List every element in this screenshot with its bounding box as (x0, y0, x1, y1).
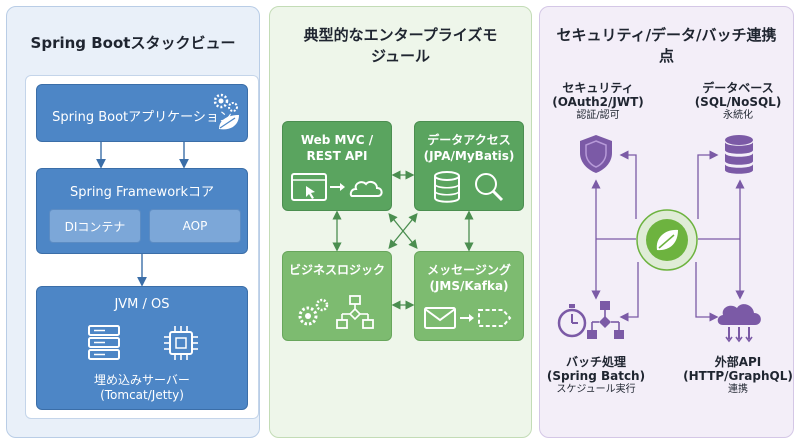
spring-boot-app-label: Spring Bootアプリケーション (52, 110, 232, 125)
cloud-api-icon (717, 304, 761, 343)
stack-arrows (96, 142, 189, 287)
spring-framework-label: Spring Frameworkコア (69, 185, 215, 200)
integration-points-title: セキュリティ/データ/バッチ連携 点 (540, 25, 793, 67)
hub-to-api-connector (695, 262, 719, 322)
security-title: セキュリティ (562, 81, 634, 95)
messaging-module: メッセージング (JMS/Kafka) (414, 251, 524, 341)
business-logic-module: ビジネスロジック (282, 251, 392, 341)
server-icon (88, 325, 120, 360)
integration-points-title-line2: 点 (658, 47, 674, 65)
database-icon (725, 135, 753, 174)
external-api-caption: 連携 (728, 384, 748, 395)
data-access-module: データアクセス (JPA/MyBatis) (414, 121, 524, 211)
spring-boot-app-layer: Spring Bootアプリケーション (36, 84, 248, 142)
spring-logo-icon (636, 209, 698, 271)
embedded-server-sublabel: (Tomcat/Jetty) (100, 388, 184, 402)
database-caption: 永続化 (723, 110, 753, 121)
security-node: セキュリティ (OAuth2/JWT) 認証/認可 (544, 81, 652, 123)
stack-view-title: Spring Bootスタックビュー (30, 34, 236, 52)
jvm-os-layer: JVM / OS 埋め込みサーバー (Tomcat/ (36, 286, 248, 410)
module-connectors (332, 170, 474, 310)
database-title: データベース (702, 81, 774, 95)
messaging-label: メッセージング (JMS/Kafka) (415, 262, 523, 294)
cpu-chip-icon (164, 326, 198, 360)
hub-to-batch-connector (619, 262, 639, 322)
integration-points-panel: セキュリティ/データ/バッチ連携 点 セキュリティ (OAuth2/JWT) 認… (539, 6, 794, 438)
shield-icon (580, 135, 612, 173)
data-access-label-line1: データアクセス (427, 133, 511, 147)
hub-to-database-connector (697, 150, 719, 219)
web-mvc-label: Web MVC / REST API (283, 132, 391, 164)
integration-points-title-line1: セキュリティ/データ/バッチ連携 (556, 26, 777, 44)
external-api-subtitle: (HTTP/GraphQL) (683, 369, 793, 383)
enterprise-modules-panel: 典型的なエンタープライズモ ジュール Web MVC / REST API デー… (269, 6, 532, 438)
messaging-label-line1: メッセージング (427, 263, 511, 277)
spring-framework-layer: Spring Frameworkコア DIコンテナ AOP (36, 168, 248, 254)
stopwatch-workflow-icon (557, 301, 624, 339)
stack-container: Spring Bootアプリケーション Spring Frameworkコア D… (25, 75, 259, 419)
embedded-server-label: 埋め込みサーバー (94, 373, 190, 387)
web-mvc-label-line2: REST API (306, 149, 368, 163)
hub-to-security-connector (619, 150, 637, 219)
jvm-os-label: JVM / OS (114, 297, 170, 312)
security-subtitle: (OAuth2/JWT) (552, 95, 644, 109)
gears-leaf-icon (213, 93, 239, 130)
external-api-title: 外部API (714, 355, 762, 369)
envelope-queue-icon (424, 307, 512, 329)
data-biz-diagonal-connector (388, 212, 418, 250)
integration-connectors (591, 150, 745, 322)
business-logic-label: ビジネスロジック (288, 263, 385, 277)
di-container-label: DIコンテナ (64, 219, 126, 234)
data-access-label-line2: (JPA/MyBatis) (423, 149, 515, 163)
di-container-box: DIコンテナ (49, 209, 141, 243)
database-subtitle: (SQL/NoSQL) (694, 95, 782, 109)
web-mvc-label-line1: Web MVC / (300, 133, 374, 147)
web-mvc-module: Web MVC / REST API (282, 121, 392, 211)
batch-caption: スケジュール実行 (556, 384, 636, 395)
messaging-label-line2: (JMS/Kafka) (429, 279, 509, 293)
enterprise-modules-title-line1: 典型的なエンタープライズモ (303, 26, 498, 44)
batch-node: バッチ処理 (Spring Batch) スケジュール実行 (542, 355, 650, 397)
security-caption: 認証/認可 (576, 110, 620, 121)
aop-box: AOP (149, 209, 241, 243)
enterprise-modules-title: 典型的なエンタープライズモ ジュール (270, 25, 531, 67)
batch-subtitle: (Spring Batch) (546, 369, 646, 383)
stack-view-panel: Spring Bootスタックビュー Spring Bootアプリケーション S… (6, 6, 260, 438)
external-api-node: 外部API (HTTP/GraphQL) 連携 (682, 355, 794, 397)
enterprise-modules-title-line2: ジュール (371, 47, 430, 65)
database-node: データベース (SQL/NoSQL) 永続化 (684, 81, 792, 123)
browser-to-cloud-icon (291, 173, 383, 201)
gears-flowchart-icon (298, 295, 374, 329)
data-access-label: データアクセス (JPA/MyBatis) (415, 132, 523, 164)
aop-label: AOP (182, 219, 208, 233)
batch-title: バッチ処理 (565, 355, 626, 369)
database-search-icon (434, 171, 504, 203)
